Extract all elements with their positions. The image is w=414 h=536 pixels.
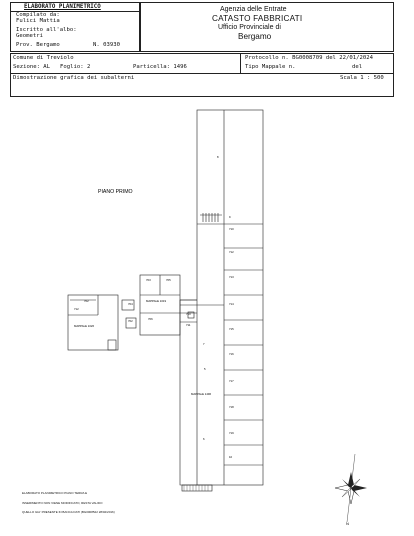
protocollo: Protocollo n. BG0008709 del 22/01/2024 xyxy=(245,55,373,61)
prov-label: Prov. Bergamo xyxy=(16,42,60,48)
left-block xyxy=(67,294,119,351)
agency-box xyxy=(139,2,394,52)
sub-label: 710 xyxy=(186,312,191,316)
footer-line2: INSERIMENTO NON VIENE MODIFICATO, RESTA … xyxy=(22,501,103,505)
header-title: ELABORATO PLANIMETRICO xyxy=(24,4,101,10)
footer-line1: ELABORATO PLANIMETRICO PIANO TERRA E xyxy=(22,491,88,495)
header-box xyxy=(10,2,141,52)
sub-label: 10 xyxy=(229,455,233,459)
sub-label: 719 xyxy=(229,431,234,435)
header-divider xyxy=(10,11,140,12)
sub-label: 715 xyxy=(229,327,234,331)
agency-line3: Ufficio Provinciale di xyxy=(218,24,281,31)
sub-label: 8 xyxy=(217,155,219,159)
sub-label: 712 xyxy=(229,250,234,254)
iscritto-label: Iscritto all'albo: xyxy=(16,27,77,33)
agency-line1: Agenzia delle Entrate xyxy=(220,6,287,13)
scala: Scala 1 : 500 xyxy=(340,75,384,81)
iscritto-value: Geometri xyxy=(16,33,43,39)
sub-label: 705 xyxy=(166,278,171,282)
info-box xyxy=(10,53,394,97)
info-row-line xyxy=(10,73,393,74)
agency-line2: CATASTO FABBRICATI xyxy=(212,14,303,23)
main-building xyxy=(196,109,264,486)
sub-label: 704 xyxy=(128,302,133,306)
mappale-left: MAPPALE 1026 xyxy=(74,324,94,328)
compilato-name: Fulici Mattia xyxy=(16,18,60,24)
sub-label: 714 xyxy=(229,302,234,306)
footer-line3: QUELLO GIA' PRESENTE IN BANCA DATI (BG00… xyxy=(22,510,115,514)
compilato-label: Compilato da: xyxy=(16,12,60,18)
agency-line4: Bergamo xyxy=(238,32,272,41)
del-label: del xyxy=(352,64,363,70)
sub-label: 716 xyxy=(229,352,234,356)
sub-label: 712 xyxy=(74,307,79,311)
comune: Comune di Treviolo xyxy=(13,55,74,61)
sub-label: 702 xyxy=(128,319,133,323)
number-label: N. 03930 xyxy=(93,42,120,48)
sub-label: 5 xyxy=(204,367,206,371)
info-separator xyxy=(240,53,241,73)
floor-label: PIANO PRIMO xyxy=(98,189,133,195)
sub-label: 706 xyxy=(148,317,153,321)
foglio: Foglio: 2 xyxy=(60,64,91,70)
dimostrazione: Dimostrazione grafica dei subalterni xyxy=(13,75,135,81)
compass-north-label: N xyxy=(346,521,349,526)
sezione: Sezione: AL xyxy=(13,64,51,70)
sub-label: 713 xyxy=(229,275,234,279)
sub-label: 9 xyxy=(229,215,231,219)
particella: Particella: 1496 xyxy=(133,64,187,70)
sub-label: 717 xyxy=(229,379,234,383)
sub-label: 702 xyxy=(84,299,89,303)
mappale-main: MAPPALE 1496 xyxy=(191,392,211,396)
sub-label: 711 xyxy=(186,323,191,327)
compass-icon xyxy=(334,453,367,523)
mappale-mid: MAPPALE 1019 xyxy=(146,299,166,303)
sub-label: 710 xyxy=(229,227,234,231)
sub-label: 6 xyxy=(203,437,205,441)
sub-label: 703 xyxy=(146,278,151,282)
sub-label: 718 xyxy=(229,405,234,409)
sub-label: 7 xyxy=(203,342,205,346)
tipo-mappale: Tipo Mappale n. xyxy=(245,64,296,70)
